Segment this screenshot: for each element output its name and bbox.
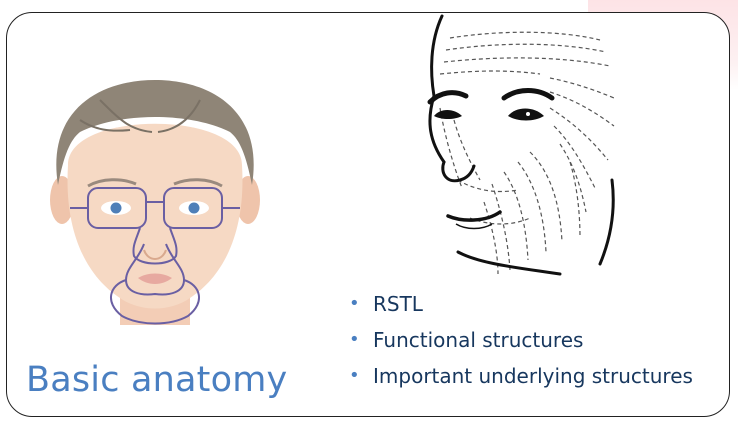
bullet-label: RSTL [373,292,423,316]
bullet-list: • RSTL • Functional structures • Importa… [345,290,693,398]
bullet-item-important-underlying-structures: • Important underlying structures [345,362,693,398]
right-eye [508,109,544,121]
left-eye [434,110,462,119]
bullet-label: Functional structures [373,328,583,352]
slide-title: Basic anatomy [26,360,287,400]
rstl-face-illustration [400,12,640,280]
mouth [448,212,500,220]
bullet-icon: • [349,362,360,390]
lower-lip [456,224,492,229]
rstl-lines [440,32,614,274]
nose-bridge-contour [430,96,444,162]
left-brow [430,93,466,102]
face-subunits-illustration [40,70,270,330]
bullet-item-rstl: • RSTL [345,290,693,326]
left-iris [111,203,122,214]
bullet-icon: • [349,326,360,354]
forehead-contour [432,16,442,96]
jaw-contour [600,180,613,264]
right-iris [189,203,200,214]
bullet-icon: • [349,290,360,318]
face-contours [430,16,613,274]
bullet-label: Important underlying structures [373,364,693,388]
right-eye-highlight [526,112,530,116]
bullet-item-functional-structures: • Functional structures [345,326,693,362]
right-brow [504,91,552,99]
